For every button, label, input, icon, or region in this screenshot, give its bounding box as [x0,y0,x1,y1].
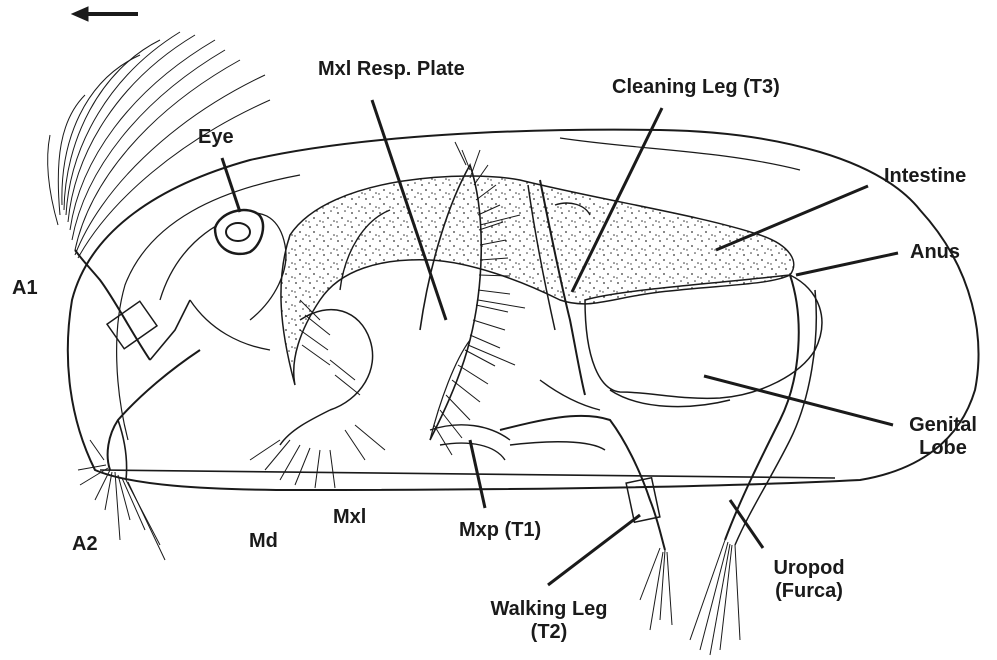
label-mxp: Mxp (T1) [459,519,541,542]
label-uropod: Uropod (Furca) [754,557,864,603]
maxilliped [430,380,600,460]
leader-anus [796,253,898,275]
label-anus: Anus [910,241,960,264]
label-walking-leg-line2: (T2) [484,621,614,644]
intestine-shape [281,176,794,385]
label-genital-lobe: Genital Lobe [898,414,988,460]
label-a2: A2 [72,533,98,556]
label-a1: A1 [12,277,38,300]
label-uropod-line1: Uropod [754,557,864,580]
label-mxl: Mxl [333,506,366,529]
leader-genital [704,376,893,425]
label-md: Md [249,530,278,553]
label-genital-line2: Lobe [898,437,988,460]
label-uropod-line2: (Furca) [754,580,864,603]
label-walking-leg: Walking Leg (T2) [484,598,614,644]
label-mxl-resp-plate: Mxl Resp. Plate [318,58,465,81]
leader-uropod [730,500,763,548]
leader-intestine [716,186,868,250]
antenna-2 [78,350,200,560]
label-walking-leg-line1: Walking Leg [484,598,614,621]
label-intestine: Intestine [884,165,966,188]
leader-walking-leg [548,515,640,585]
eye-organ [215,210,263,254]
label-cleaning-leg: Cleaning Leg (T3) [612,76,780,99]
label-genital-line1: Genital [898,414,988,437]
label-eye: Eye [198,126,234,149]
left-arrow-icon [72,7,138,21]
leader-lines [222,100,898,585]
